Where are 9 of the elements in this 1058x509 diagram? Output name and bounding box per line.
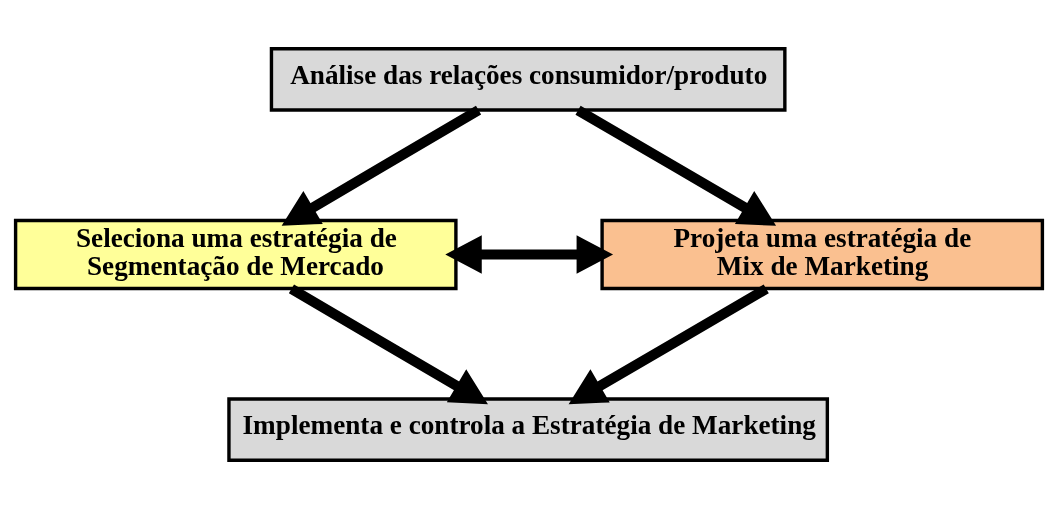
arrow [288, 284, 488, 405]
node-box: Projeta uma estratégia de Mix de Marketing [600, 218, 1045, 291]
arrow [281, 105, 482, 226]
node-box: Implementa e controla a Estratégia de Marketing [227, 397, 830, 462]
arrow [575, 105, 777, 226]
node-box: Seleciona uma estratégia de Segmentação de Mercado [13, 218, 458, 291]
arrow [445, 235, 614, 274]
node-box: Análise das relações consumidor/produto [269, 47, 787, 112]
arrow [568, 284, 769, 405]
